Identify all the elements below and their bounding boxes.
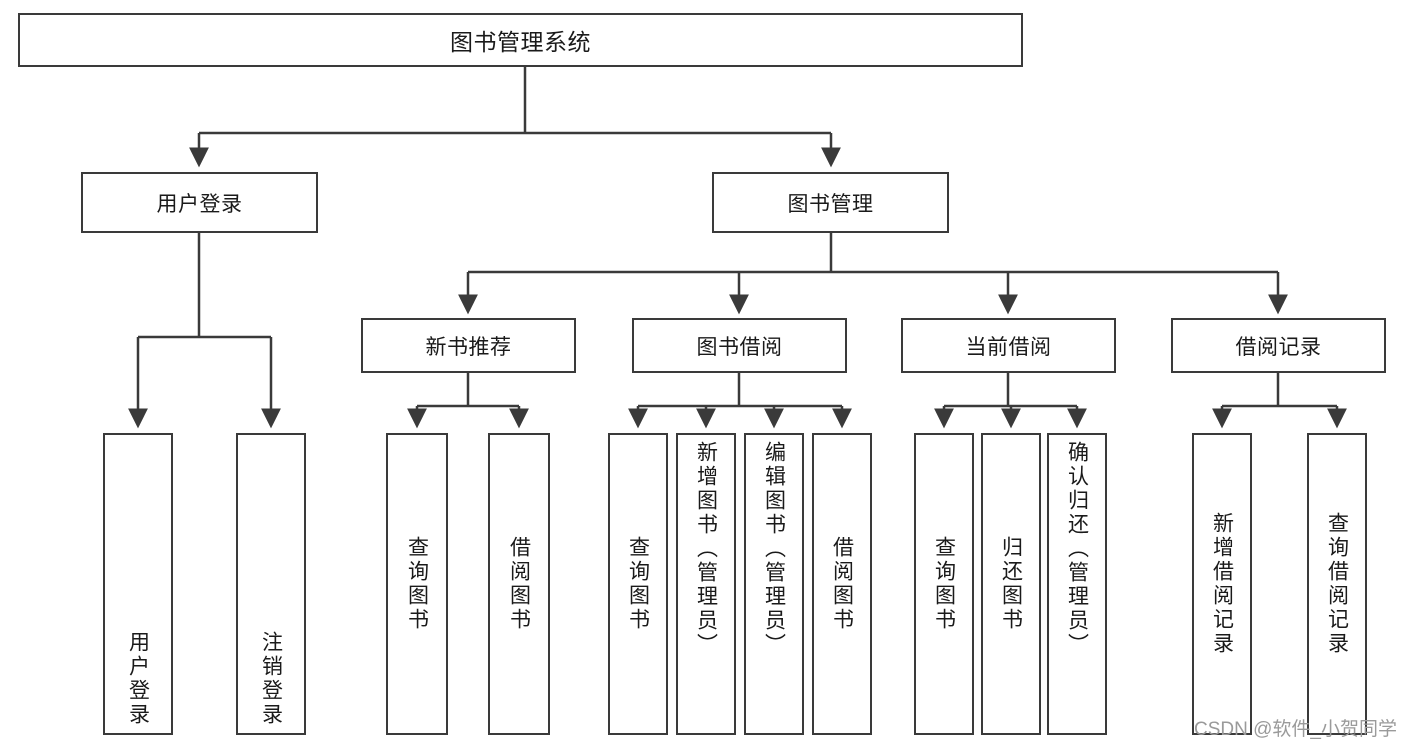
leaf-borrowrecord-query-record[interactable]: 查询借阅记录 (1307, 433, 1367, 735)
leaf-newbook-borrow-book[interactable]: 借阅图书 (488, 433, 550, 735)
leaf-user-logout[interactable]: 注销登录 (236, 433, 306, 735)
leaf-bookborrow-borrow-book[interactable]: 借阅图书 (812, 433, 872, 735)
node-current-borrow[interactable]: 当前借阅 (901, 318, 1116, 373)
node-book-management[interactable]: 图书管理 (712, 172, 949, 233)
csdn-watermark: CSDN @软件_小贺同学 (1194, 719, 1397, 740)
leaf-currentborrow-query-book[interactable]: 查询图书 (914, 433, 974, 735)
leaf-bookborrow-query-book[interactable]: 查询图书 (608, 433, 668, 735)
node-borrow-record[interactable]: 借阅记录 (1171, 318, 1386, 373)
node-new-book-recommend[interactable]: 新书推荐 (361, 318, 576, 373)
leaf-currentborrow-return-book[interactable]: 归还图书 (981, 433, 1041, 735)
node-book-borrow[interactable]: 图书借阅 (632, 318, 847, 373)
leaf-currentborrow-confirm-return-admin[interactable]: 确认归还（管理员） (1047, 433, 1107, 735)
leaf-bookborrow-edit-book-admin[interactable]: 编辑图书（管理员） (744, 433, 804, 735)
leaf-bookborrow-add-book-admin[interactable]: 新增图书（管理员） (676, 433, 736, 735)
leaf-borrowrecord-add-record[interactable]: 新增借阅记录 (1192, 433, 1252, 735)
leaf-user-login[interactable]: 用户登录 (103, 433, 173, 735)
node-root-system[interactable]: 图书管理系统 (18, 13, 1023, 67)
node-user-login[interactable]: 用户登录 (81, 172, 318, 233)
leaf-newbook-query-book[interactable]: 查询图书 (386, 433, 448, 735)
